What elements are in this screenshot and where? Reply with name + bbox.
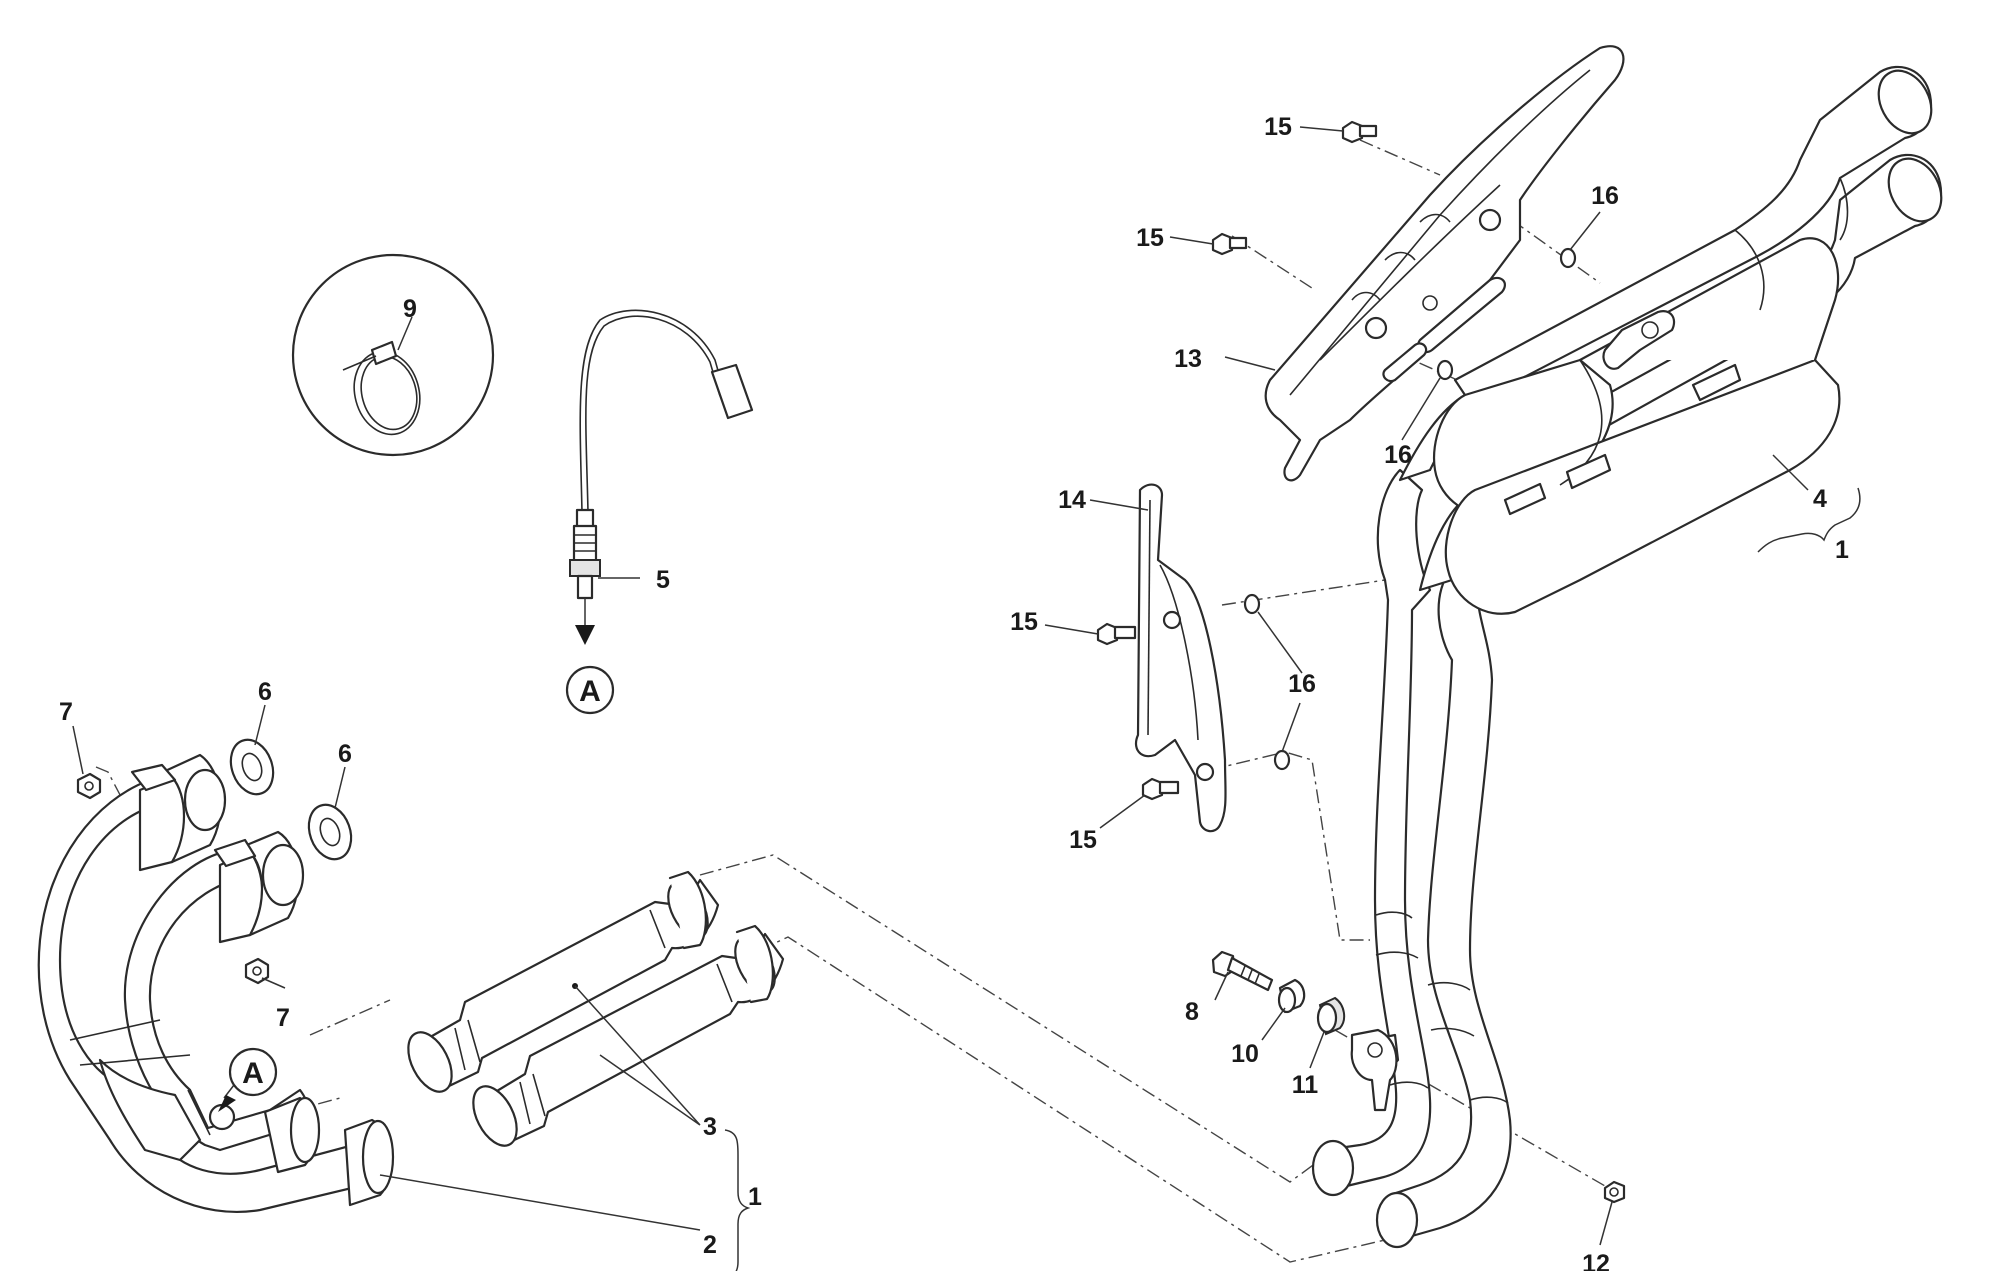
reference-marker-a-header: A xyxy=(228,1047,278,1097)
callout-15d: 15 xyxy=(1069,826,1097,854)
callout-1-lower: 1 xyxy=(748,1183,762,1211)
callout-6b: 6 xyxy=(338,740,352,768)
lambda-sensor xyxy=(569,309,754,645)
callout-7b: 7 xyxy=(276,1004,290,1032)
callout-2: 2 xyxy=(703,1231,717,1259)
heat-shield-lower xyxy=(1134,483,1227,833)
heat-shield-upper xyxy=(1264,45,1625,482)
callout-6a: 6 xyxy=(258,678,272,706)
catalyst-pipes xyxy=(407,870,785,1147)
callout-16b: 16 xyxy=(1384,441,1412,469)
callout-5: 5 xyxy=(656,566,670,594)
callout-4: 4 xyxy=(1813,485,1827,513)
callout-14: 14 xyxy=(1058,486,1086,514)
washers xyxy=(1243,247,1577,771)
callout-12: 12 xyxy=(1582,1250,1610,1271)
callout-13: 13 xyxy=(1174,345,1202,373)
callout-9: 9 xyxy=(403,295,417,323)
callout-15a: 15 xyxy=(1264,113,1292,141)
callout-11: 11 xyxy=(1292,1071,1319,1099)
callout-15c: 15 xyxy=(1010,608,1038,636)
nuts xyxy=(76,772,270,985)
cable-tie-detail xyxy=(291,253,495,457)
callout-15b: 15 xyxy=(1136,224,1164,252)
mount-hardware xyxy=(1211,950,1626,1204)
group-braces xyxy=(724,487,1861,1271)
callout-10: 10 xyxy=(1231,1040,1259,1068)
callout-16c: 16 xyxy=(1288,670,1316,698)
reference-marker-a-sensor: A xyxy=(565,665,615,715)
svg-text:A: A xyxy=(579,675,601,708)
callout-7a: 7 xyxy=(59,698,73,726)
leader-lines xyxy=(72,126,1809,1246)
assembly-lines xyxy=(95,139,1613,1263)
header-pipes xyxy=(37,753,395,1213)
callout-8: 8 xyxy=(1185,998,1199,1026)
callout-3: 3 xyxy=(703,1113,717,1141)
callout-numbers: 9 5 6 6 7 7 3 2 1 8 10 11 12 13 14 15 15… xyxy=(59,113,1849,1271)
gaskets xyxy=(229,738,353,861)
callout-1-upper: 1 xyxy=(1835,536,1849,564)
muffler xyxy=(1398,65,1943,615)
bolts xyxy=(1096,120,1378,801)
callout-16a: 16 xyxy=(1591,182,1619,210)
svg-text:A: A xyxy=(242,1057,264,1090)
